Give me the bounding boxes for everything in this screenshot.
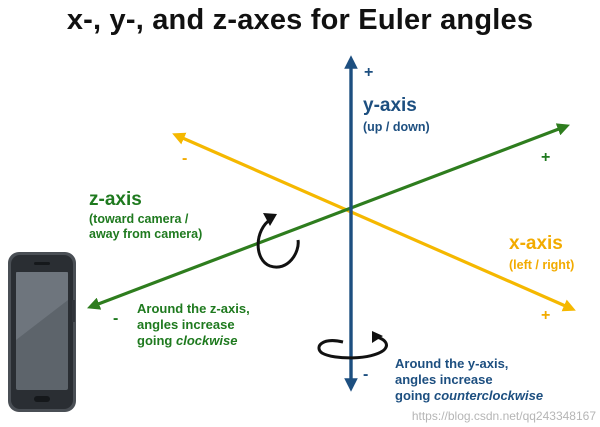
- x-axis-line: [172, 132, 576, 312]
- y-axis-minus-sign: -: [363, 366, 369, 383]
- z-note-line-1: Around the z-axis,: [137, 301, 250, 316]
- x-axis-plus-sign: +: [541, 307, 551, 324]
- y-axis-label: y-axis: [363, 95, 417, 116]
- z-note-line-2: angles increase: [137, 317, 235, 332]
- y-note-line-1: Around the y-axis,: [395, 356, 509, 371]
- z-note-line-3-prefix: going: [137, 333, 176, 348]
- x-axis-minus-sign: -: [182, 150, 188, 167]
- diagram-title: x-, y-, and z-axes for Euler angles: [66, 4, 534, 36]
- phone-icon: [8, 252, 76, 412]
- y-note-line-3: going counterclockwise: [395, 388, 543, 404]
- watermark: https://blog.csdn.net/qq243348167: [411, 409, 596, 423]
- z-axis-sublabel-line-1: (toward camera /: [89, 212, 189, 226]
- z-rotation-note: Around the z-axis, angles increase going…: [137, 301, 250, 349]
- z-axis-label: z-axis: [89, 189, 142, 210]
- z-axis-minus-sign: -: [113, 310, 119, 327]
- z-note-emphasis: clockwise: [176, 333, 238, 348]
- counterclockwise-rotation-icon: [317, 331, 388, 360]
- z-note-line-3: going clockwise: [137, 333, 250, 349]
- clockwise-rotation-icon: [256, 213, 300, 269]
- y-note-line-2: angles increase: [395, 372, 493, 387]
- x-axis-sublabel: (left / right): [509, 258, 575, 272]
- z-axis-plus-sign: +: [541, 149, 551, 166]
- x-axis-label: x-axis: [509, 233, 563, 254]
- y-note-line-3-prefix: going: [395, 388, 434, 403]
- y-note-emphasis: counterclockwise: [434, 388, 544, 403]
- y-axis-plus-sign: +: [364, 64, 374, 81]
- y-rotation-note: Around the y-axis, angles increase going…: [395, 356, 543, 404]
- y-axis-sublabel: (up / down): [363, 120, 430, 134]
- z-axis-line: [87, 123, 570, 310]
- z-axis-sublabel-line-2: away from camera): [89, 227, 203, 241]
